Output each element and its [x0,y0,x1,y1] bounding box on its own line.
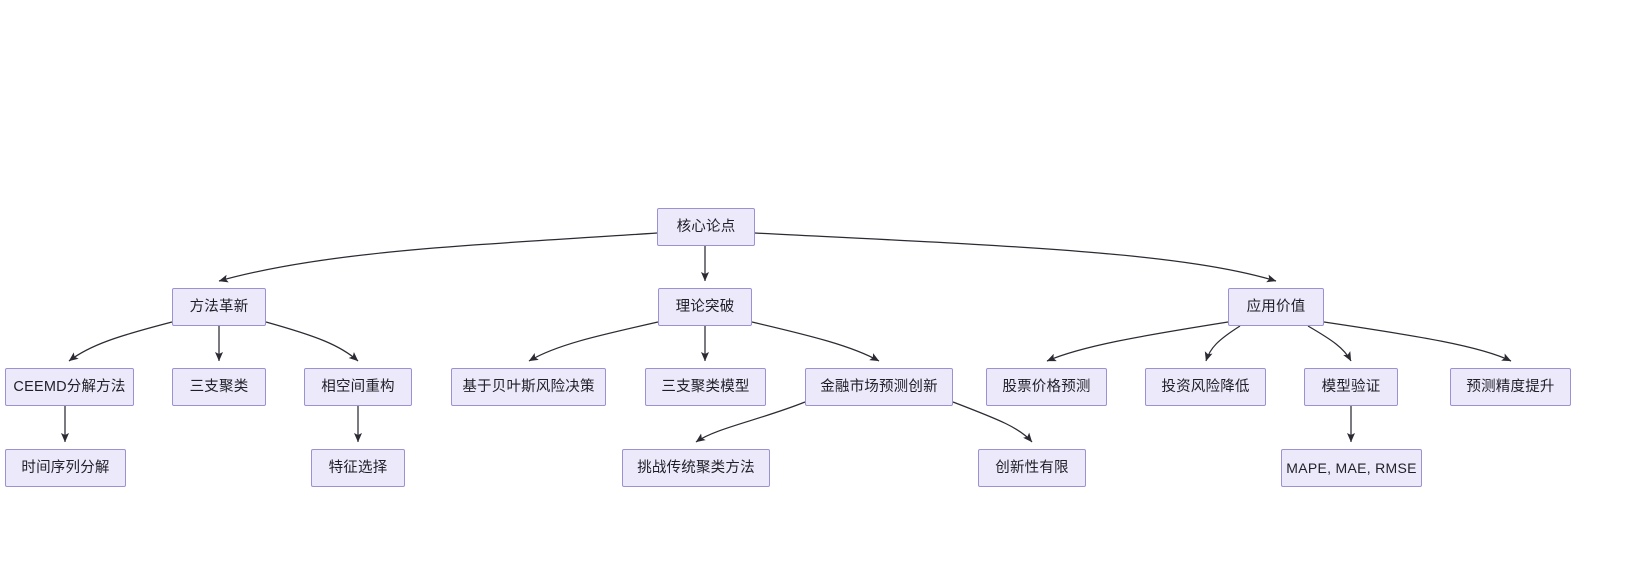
node-l1c[interactable]: 应用价值 [1228,288,1324,326]
edge-l1a-to-l2a [68,321,173,362]
node-label: 模型验证 [1321,378,1381,395]
node-label: 方法革新 [189,298,249,315]
edge-l1a-to-l2c [265,321,359,362]
node-l1a[interactable]: 方法革新 [172,288,266,326]
node-l3c[interactable]: 挑战传统聚类方法 [622,449,770,487]
node-l2g[interactable]: 股票价格预测 [986,368,1107,406]
node-l2a[interactable]: CEEMD分解方法 [5,368,134,406]
node-label: 创新性有限 [995,459,1069,476]
node-l2i[interactable]: 模型验证 [1304,368,1398,406]
node-l2e[interactable]: 三支聚类模型 [645,368,766,406]
node-label: MAPE, MAE, RMSE [1286,460,1417,476]
node-l2c[interactable]: 相空间重构 [304,368,412,406]
node-label: 相空间重构 [321,378,395,395]
edge-l1c-to-l2i [1307,325,1352,362]
node-label: 投资风险降低 [1161,378,1250,395]
node-label: 挑战传统聚类方法 [637,459,755,476]
edge-l2f-to-l3d [952,401,1033,443]
node-label: 预测精度提升 [1466,378,1555,395]
node-label: 特征选择 [328,459,388,476]
node-l1b[interactable]: 理论突破 [658,288,752,326]
edge-root-to-l1a [218,232,658,283]
node-l2j[interactable]: 预测精度提升 [1450,368,1571,406]
edge-l1b-to-l2f [751,321,880,362]
edge-l1c-to-l2j [1323,321,1512,362]
node-root[interactable]: 核心论点 [657,208,755,246]
node-l3d[interactable]: 创新性有限 [978,449,1086,487]
node-label: 核心论点 [676,218,736,235]
edges-group [61,232,1512,443]
node-label: 时间序列分解 [21,459,110,476]
node-label: 三支聚类 [189,378,249,395]
node-l2d[interactable]: 基于贝叶斯风险决策 [451,368,606,406]
node-l3e[interactable]: MAPE, MAE, RMSE [1281,449,1422,487]
node-label: 理论突破 [675,298,735,315]
edge-l1c-to-l2g [1046,321,1229,362]
node-label: 基于贝叶斯风险决策 [462,378,595,395]
node-l3a[interactable]: 时间序列分解 [5,449,126,487]
node-l3b[interactable]: 特征选择 [311,449,405,487]
node-label: CEEMD分解方法 [13,378,126,395]
node-label: 应用价值 [1246,298,1306,315]
node-label: 股票价格预测 [1002,378,1091,395]
edge-l1b-to-l2d [528,321,659,362]
edge-l1c-to-l2h [1204,325,1241,362]
node-l2h[interactable]: 投资风险降低 [1145,368,1266,406]
edge-root-to-l1c [754,232,1277,283]
node-l2f[interactable]: 金融市场预测创新 [805,368,953,406]
edge-l2f-to-l3c [695,401,806,443]
node-l2b[interactable]: 三支聚类 [172,368,266,406]
node-label: 金融市场预测创新 [820,378,938,395]
node-label: 三支聚类模型 [661,378,750,395]
